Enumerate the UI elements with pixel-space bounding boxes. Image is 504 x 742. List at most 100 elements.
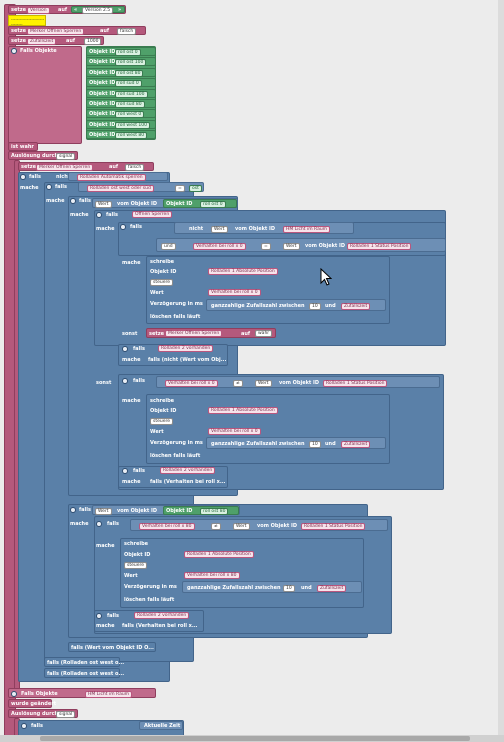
ost-text[interactable]: ost <box>189 185 202 192</box>
merker-variable[interactable]: Merker Offnen Sperren <box>27 28 85 35</box>
verhalten-0-variable[interactable]: Verhalten bei roll x 0 <box>165 380 218 387</box>
schreibe-block-3[interactable] <box>120 538 364 608</box>
und-dropdown[interactable]: und <box>161 243 176 250</box>
objekt-id-value[interactable]: roll ost 0 <box>115 49 141 56</box>
roll-ost-80-value[interactable]: roll ost 80 <box>200 508 229 515</box>
merker-variable[interactable]: Merker Offnen Sperren <box>165 330 223 337</box>
rolladen-abs-variable[interactable]: Rolladen 1 Absolute Position <box>208 407 278 414</box>
collapsed-falls[interactable]: falls (Verhalten bei roll x... <box>122 623 198 629</box>
gear-icon[interactable] <box>11 691 17 697</box>
gear-icon[interactable] <box>122 378 128 384</box>
random-block-2[interactable]: ganzzahlige Zufallszahl zwischen 10 und … <box>206 437 386 449</box>
roll-ost-0-value[interactable]: roll ost 0 <box>200 201 226 208</box>
merker-variable[interactable]: Merker Offnen Sperren <box>36 164 94 171</box>
eq-operator[interactable]: = <box>261 243 271 250</box>
rolladen-auto-variable[interactable]: Rolladen Automatik sperren <box>77 174 146 181</box>
rolladen-ost-variable[interactable]: Rolladen ost west oder süd <box>87 185 154 192</box>
inner-set-merker[interactable]: setze Merker Offnen Sperren auf falsch <box>18 162 154 171</box>
set-merker-block[interactable]: setze Merker Offnen Sperren auf falsch <box>8 26 146 35</box>
offnen-sperren-variable[interactable]: Offnen Sperren <box>132 211 173 218</box>
aktuelle-zeit-block[interactable]: Aktuelle Zeit <box>139 721 183 730</box>
ten-value[interactable]: 10 <box>309 303 321 310</box>
hm-licht-variable[interactable]: HM Licht im Raum <box>85 691 133 698</box>
zufallszeit-variable[interactable]: Zufallszeit <box>317 585 347 592</box>
falsch-value[interactable]: falsch <box>125 164 145 171</box>
gear-icon[interactable] <box>70 198 76 204</box>
steuere-dropdown[interactable]: steuere <box>150 279 174 286</box>
schreibe-block-2[interactable] <box>146 394 390 464</box>
comment-block[interactable]: ------------------------------- <box>8 15 46 27</box>
ausloesung-row-2[interactable]: Auslösung durch signal <box>8 709 78 718</box>
collapsed-falls-rolladen-2[interactable]: falls (Rolladen ost west o... <box>44 668 124 678</box>
zufall-value[interactable]: 1000 <box>84 38 102 45</box>
zufallszeit-variable[interactable]: Zufallszeit <box>341 441 371 448</box>
rolladen2-variable[interactable]: Rolladen 2 vorhanden <box>160 467 216 474</box>
text-block[interactable]: « Version 2.5 » <box>71 6 125 14</box>
steuere-dropdown[interactable]: steuere <box>124 562 148 569</box>
ten-value[interactable]: 10 <box>309 441 321 448</box>
rolladen-abs-variable[interactable]: Rolladen 1 Absolute Position <box>208 268 278 275</box>
gear-icon[interactable] <box>96 521 102 527</box>
value-of-object-block-2[interactable]: Wert vom Objekt ID Objekt ID roll ost 80 <box>92 505 240 515</box>
objekt-id-value[interactable]: roll ost 80 <box>115 69 144 77</box>
gear-icon[interactable] <box>21 723 27 729</box>
rolladen-abs-variable[interactable]: Rolladen 1 Absolute Position <box>184 551 254 558</box>
schreibe-block[interactable] <box>146 256 390 324</box>
collapsed-falls[interactable]: falls (nicht (Wert vom Obj... <box>148 357 227 363</box>
steuere-dropdown[interactable]: steuere <box>150 418 174 425</box>
value-of-object-block[interactable]: Wert vom Objekt ID Objekt ID roll ost 0 <box>92 198 238 208</box>
gear-icon[interactable] <box>46 184 52 190</box>
horizontal-scrollbar-thumb[interactable] <box>40 736 470 741</box>
trigger2-falls-objekte[interactable]: Falls Objekte HM Licht im Raum <box>8 688 156 698</box>
signal-dropdown[interactable]: signal <box>56 711 76 718</box>
falsch-value[interactable]: falsch <box>117 28 137 35</box>
wert-dropdown[interactable]: Wert <box>95 201 112 208</box>
verhalten-0-variable[interactable]: Verhalten bei roll x 0 <box>208 428 261 435</box>
set-version-block[interactable]: setze Version auf « Version 2.5 » <box>8 5 126 14</box>
not-block[interactable]: Rolladen Automatik sperren <box>68 172 168 181</box>
wert-dropdown[interactable]: Wert <box>233 523 250 530</box>
objekt-id-value[interactable]: roll süd 100 <box>115 90 148 98</box>
objekt-id-value[interactable]: roll süd 80 <box>115 101 145 108</box>
objekt-id-block[interactable]: Objekt ID roll ost 80 <box>163 506 239 515</box>
objekt-id-block[interactable]: Objekt ID roll ost 0 <box>163 199 237 208</box>
hm-licht-variable[interactable]: HM Licht im Raum <box>283 226 331 233</box>
random-block-3[interactable]: ganzzahlige Zufallszahl zwischen 10 und … <box>182 581 362 593</box>
ten-value[interactable]: 10 <box>283 585 295 592</box>
objekt-id-value[interactable]: roll ost 100 <box>115 59 147 67</box>
zufall-variable[interactable]: Zufallszeit <box>27 38 57 45</box>
verhalten-0-variable[interactable]: Verhalten bei roll x 0 <box>193 243 246 250</box>
wert-dropdown[interactable]: Wert <box>95 508 112 515</box>
rolladen2-variable[interactable]: Rolladen 2 vorhanden <box>158 345 214 352</box>
wert-dropdown[interactable]: Wert <box>283 243 300 250</box>
version-variable[interactable]: Version <box>27 7 50 14</box>
gear-icon[interactable] <box>96 212 102 218</box>
gear-icon[interactable] <box>122 346 128 352</box>
ausloesung-row[interactable]: Auslösung durch signal <box>8 151 78 160</box>
collapsed-falls-rolladen-1[interactable]: falls (Rolladen ost west o... <box>44 657 124 667</box>
gear-icon[interactable] <box>20 174 26 180</box>
compare-block[interactable]: Rolladen ost west oder süd = ost <box>78 182 204 192</box>
neq-operator[interactable]: ≠ <box>233 380 243 387</box>
trigger-falls-objekte[interactable]: Falls Objekte <box>8 46 82 144</box>
verhalten-80-variable[interactable]: Verhalten bei roll x 80 <box>184 572 240 579</box>
rolladen-status-variable[interactable]: Rolladen 1 Status Position <box>301 523 366 530</box>
gear-icon[interactable] <box>122 468 128 474</box>
gear-icon[interactable] <box>11 48 17 54</box>
not-hm-block[interactable]: nicht Wert vom Objekt ID HM Licht im Rau… <box>174 222 354 234</box>
zufallszeit-variable[interactable]: Zufallszeit <box>341 303 371 310</box>
rolladen-status-variable[interactable]: Rolladen 1 Status Position <box>347 243 412 250</box>
verhalten-0-variable[interactable]: Verhalten bei roll x 0 <box>208 289 261 296</box>
compare-ne-block-2[interactable]: Verhalten bei roll x 80 ≠ Wert vom Objek… <box>130 519 388 531</box>
random-block[interactable]: ganzzahlige Zufallszahl zwischen 10 und … <box>206 299 386 311</box>
neq-operator[interactable]: ≠ <box>211 523 221 530</box>
objekt-id-value[interactable]: roll west 100 <box>115 121 151 129</box>
